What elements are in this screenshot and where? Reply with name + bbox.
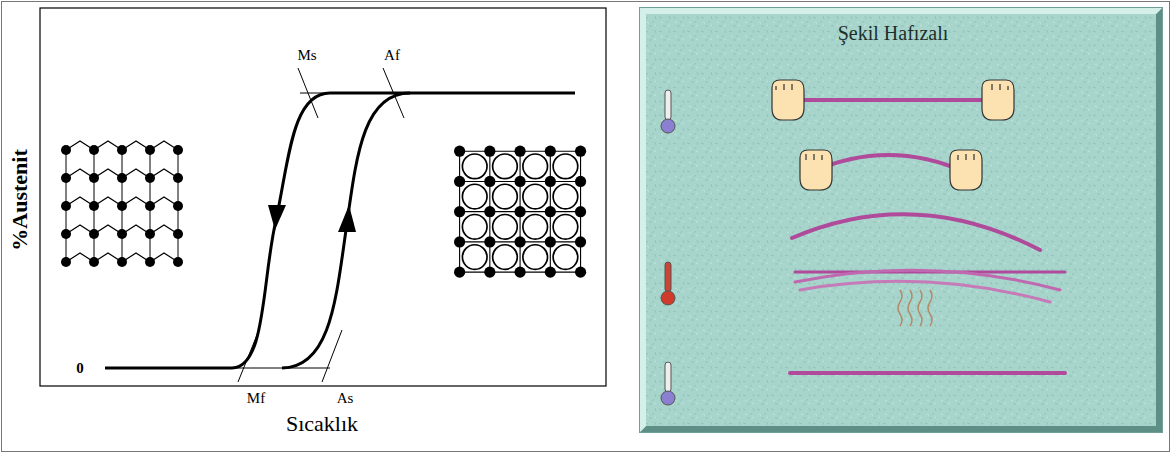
- heating-arrow: [338, 205, 356, 232]
- heat-waves: [898, 290, 932, 326]
- panel: Şekil Hafızalı: [640, 8, 1162, 432]
- temperature-mark: Af: [384, 47, 400, 64]
- panel-ground: [640, 8, 1162, 432]
- axis-label: %Austenit: [7, 149, 33, 250]
- temperature-mark: As: [337, 390, 354, 407]
- axis-value: 0: [76, 360, 84, 377]
- panel-title: Şekil Hafızalı: [838, 22, 949, 45]
- austenite-lattice: [454, 146, 586, 278]
- panel-bevel: [640, 8, 1162, 432]
- thermometer-cold: [661, 90, 675, 133]
- hand: [772, 80, 1014, 190]
- tangent-lines: [215, 68, 470, 382]
- martensite-lattice: [61, 141, 183, 267]
- thermometer-hot: [661, 262, 675, 305]
- thermometer-cold: [661, 362, 675, 405]
- axis-label: Sıcaklık: [286, 411, 358, 437]
- temperature-mark: Ms: [297, 47, 316, 64]
- panel-bevel: [640, 8, 1162, 432]
- chart-frame: [40, 8, 606, 386]
- shape-memory-wire: [782, 100, 1065, 373]
- cooling-arrow: [268, 205, 286, 230]
- hysteresis-curves: [105, 93, 575, 368]
- temperature-mark: Mf: [247, 390, 265, 407]
